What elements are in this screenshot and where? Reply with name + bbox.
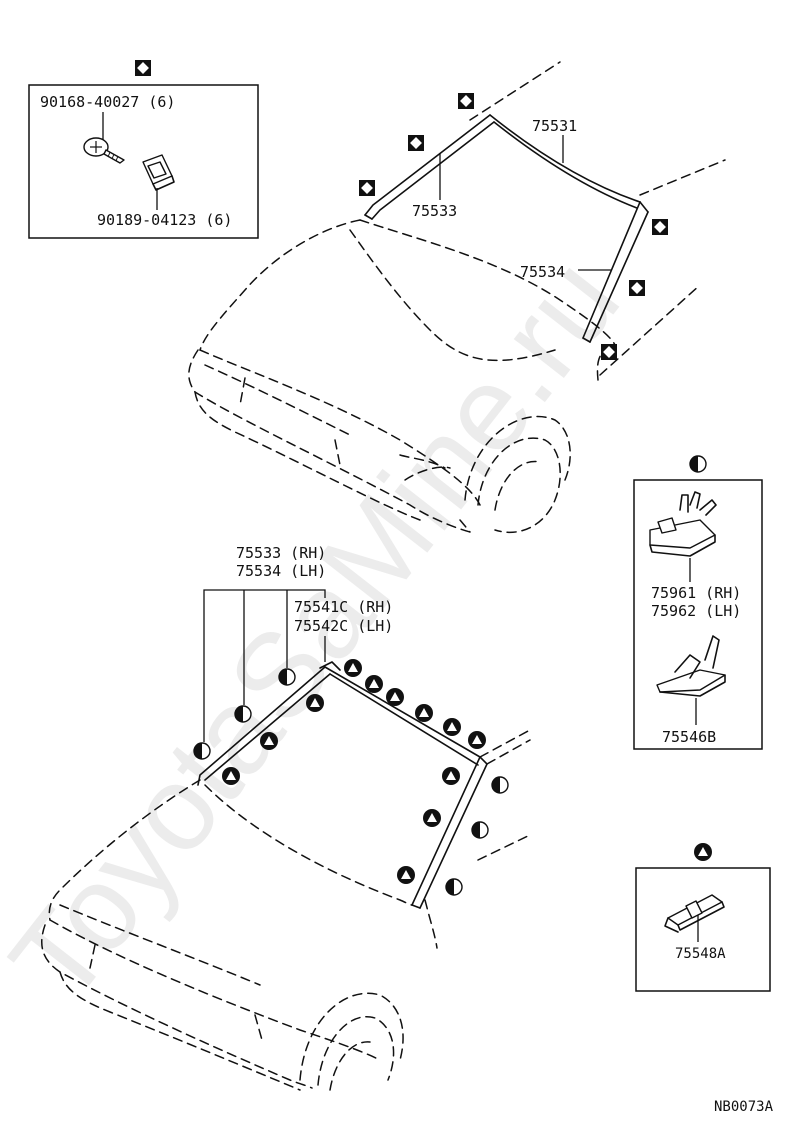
clip-75546b-icon [656,635,726,697]
triangle-symbol-icon [222,767,240,785]
lower-car-view: 75533 (RH) 75534 (LH) 75541C (RH) 75542C… [41,544,531,1091]
screw-part-label: 90168-40027 (6) [40,93,175,111]
diagram-code: NB0073A [714,1099,774,1115]
half-circle-symbol-icon [445,878,463,896]
pillar-molding-lh-label: 75534 [520,263,565,281]
half-circle-symbol-icon [278,668,296,686]
screw-box-frame [28,84,259,239]
diamond-symbol-icon [359,180,375,196]
diamond-symbol-icon [601,344,617,360]
screw-clip-box: 90168-40027 (6) 90189-04123 (6) [28,60,259,239]
half-circle-symbol-icon [689,455,707,473]
half-circle-symbol-icon [193,742,211,760]
clip-75548a-icon [664,894,725,933]
half-circle-box-frame [633,479,763,750]
diamond-symbol-icon [135,60,151,76]
triangle-symbol-icon [365,675,383,693]
lower-lh-label: 75534 (LH) [236,562,326,580]
triangle-symbol-icon [344,659,362,677]
clip-lh-label: 75962 (LH) [651,602,741,620]
triangle-symbol-icon [694,843,712,861]
diamond-symbol-icon [652,219,668,235]
triangle-clip-box: 75548A [635,843,771,992]
triangle-symbol-icon [468,731,486,749]
diamond-symbol-icon [458,93,474,109]
triangle-symbol-icon [306,694,324,712]
lower-clip-lh-label: 75542C (LH) [294,617,393,635]
triangle-symbol-icon [260,732,278,750]
lower-rh-label: 75533 (RH) [236,544,326,562]
clip-b-label: 75546B [662,728,716,746]
diamond-symbol-icon [408,135,424,151]
half-circle-symbol-icon [491,776,509,794]
clip-75961-icon [649,491,717,557]
triangle-box-frame [635,867,771,992]
triangle-symbol-icon [415,704,433,722]
upper-car-view: 75531 75533 75534 [188,61,726,534]
clip-part-label: 90189-04123 (6) [97,211,232,229]
diamond-symbol-icon [629,280,645,296]
clip-icon [142,154,175,191]
screw-icon [83,137,125,164]
triangle-symbol-icon [442,767,460,785]
half-circle-symbol-icon [234,705,252,723]
windshield-molding-label: 75531 [532,117,577,135]
triangle-symbol-icon [423,809,441,827]
lower-clip-rh-label: 75541C (RH) [294,598,393,616]
triangle-symbol-icon [386,688,404,706]
clip-rh-label: 75961 (RH) [651,584,741,602]
half-circle-symbol-icon [471,821,489,839]
triangle-symbol-icon [397,866,415,884]
half-circle-clip-box: 75961 (RH) 75962 (LH) 75546B [633,455,763,750]
pillar-molding-rh-label: 75533 [412,202,457,220]
clip-a-label: 75548A [675,946,726,962]
triangle-symbol-icon [443,718,461,736]
